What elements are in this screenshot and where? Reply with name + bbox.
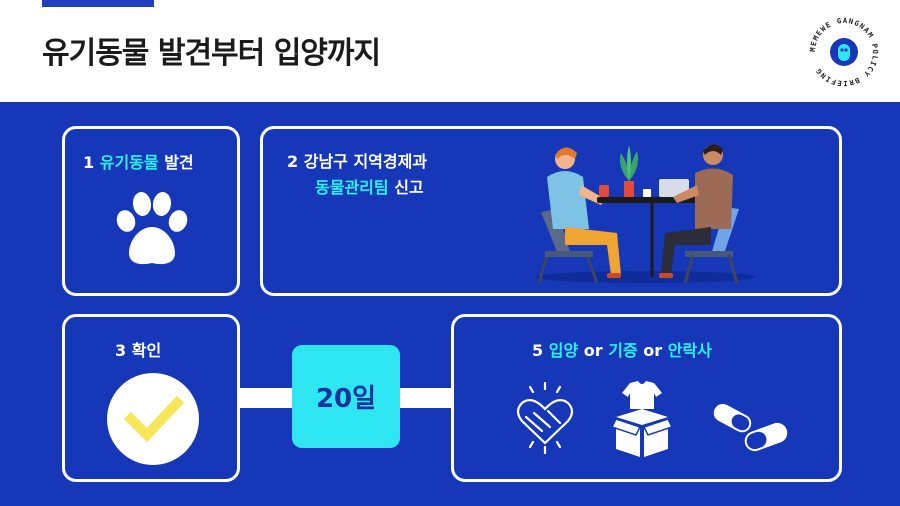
- step-2-number: 2: [287, 152, 299, 171]
- people-at-table-illustration: [525, 137, 755, 287]
- step-2-text: 신고: [394, 178, 424, 197]
- step-3-number: 3: [115, 341, 127, 360]
- connector-right: [398, 388, 451, 408]
- briefing-badge: MEMEWE GANGNAM POLICY BRIEFING: [804, 12, 884, 92]
- period-label: 20일: [315, 384, 377, 414]
- mascot-icon: [830, 38, 858, 66]
- step-5-option-euthanasia: 안락사: [667, 341, 712, 360]
- step-2-label: 2 강남구 지역경제과 동물관리팀 신고: [287, 149, 427, 201]
- step-5-or-1: or: [583, 341, 603, 360]
- step-3-card: 3 확인: [62, 314, 240, 482]
- step-2-line1: 강남구 지역경제과: [303, 152, 428, 171]
- step-5-number: 5: [532, 341, 544, 360]
- page-title: 유기동물 발견부터 입양까지: [42, 36, 381, 71]
- header: 유기동물 발견부터 입양까지 MEMEWE GANGNAM POLICY BRI…: [0, 0, 900, 102]
- connector-left: [240, 388, 296, 408]
- step-1-text: 발견: [164, 153, 194, 172]
- donation-box-icon: [612, 379, 672, 459]
- accent-bar: [42, 0, 154, 7]
- step-1-label: 1 유기동물 발견: [83, 149, 194, 173]
- process-panel: 1 유기동물 발견 2 강남구 지역경제과 동물관리팀 신고: [0, 102, 900, 506]
- step-1-number: 1: [83, 153, 95, 172]
- step-3-text: 확인: [131, 341, 162, 360]
- checkmark-icon: [107, 373, 199, 465]
- step-5-option-donation: 기증: [608, 341, 638, 360]
- step-5-card: 5 입양 or 기증 or 안락사: [451, 314, 842, 482]
- step-5-or-2: or: [643, 341, 663, 360]
- step-1-highlight: 유기동물: [99, 153, 159, 172]
- period-box: 20일: [292, 345, 400, 448]
- step-2-card: 2 강남구 지역경제과 동물관리팀 신고: [260, 126, 842, 296]
- step-1-card: 1 유기동물 발견: [62, 126, 240, 296]
- step-5-option-adoption: 입양: [548, 341, 579, 360]
- step-5-label: 5 입양 or 기증 or 안락사: [532, 337, 712, 361]
- heart-hands-icon: [512, 381, 578, 455]
- paw-icon: [109, 191, 195, 269]
- capsule-icon: [710, 401, 792, 453]
- step-3-label: 3 확인: [115, 337, 161, 361]
- step-2-highlight: 동물관리팀: [315, 178, 389, 197]
